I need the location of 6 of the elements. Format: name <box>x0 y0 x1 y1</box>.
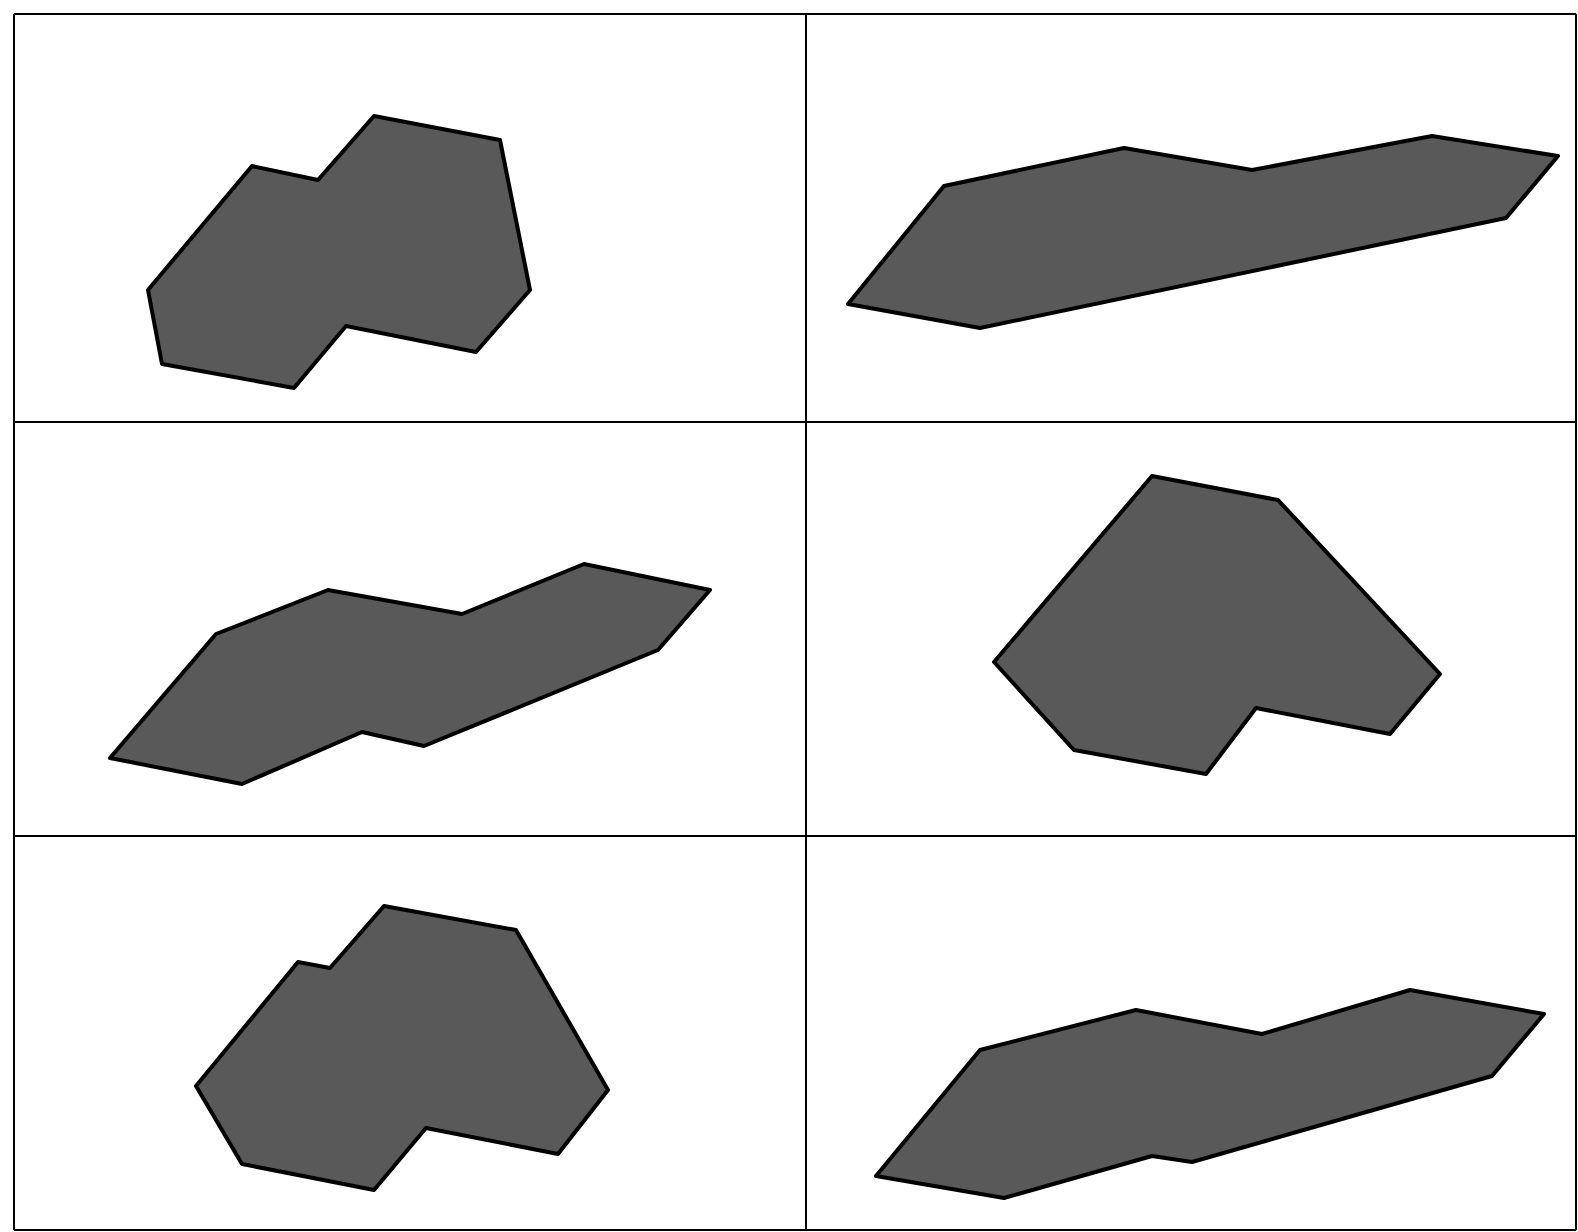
polygon-shape <box>846 134 1560 330</box>
polygon-shape <box>874 988 1546 1200</box>
polygon-shape <box>108 562 712 786</box>
polygon-shape <box>146 114 532 390</box>
polygon-shape <box>992 474 1442 776</box>
polygon-shape <box>194 904 610 1192</box>
